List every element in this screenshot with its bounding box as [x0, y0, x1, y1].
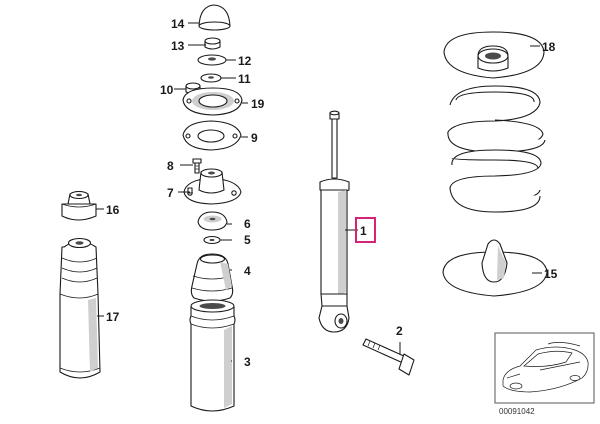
label-part-19[interactable]: 19 — [251, 97, 265, 111]
label-part-13[interactable]: 13 — [171, 39, 185, 53]
part-12-washer[interactable] — [197, 54, 227, 66]
label-part-1[interactable]: 1 — [360, 224, 367, 238]
part-9-plate[interactable] — [182, 120, 242, 151]
part-6-rubber-ring[interactable] — [197, 211, 228, 231]
label-part-9[interactable]: 9 — [251, 131, 258, 145]
label-part-11[interactable]: 11 — [238, 72, 251, 86]
label-part-18[interactable]: 18 — [542, 40, 556, 54]
car-silhouette-icon — [502, 342, 589, 393]
label-part-15[interactable]: 15 — [544, 267, 558, 281]
part-15-spring-pad[interactable] — [442, 239, 548, 297]
part-18-spring-seat[interactable] — [443, 31, 545, 79]
label-part-6[interactable]: 6 — [244, 217, 251, 231]
label-part-17[interactable]: 17 — [106, 310, 120, 324]
part-7-support-bearing[interactable] — [183, 168, 242, 205]
part-19-gasket[interactable] — [182, 87, 243, 116]
coil-spring[interactable] — [447, 85, 546, 213]
label-part-5[interactable]: 5 — [244, 233, 251, 247]
part-13-nut[interactable] — [204, 37, 221, 50]
diagram-reference-number: 00091042 — [499, 407, 535, 416]
part-1-shock-absorber[interactable] — [318, 110, 350, 333]
label-part-2[interactable]: 2 — [396, 324, 403, 338]
part-2-bolt[interactable] — [362, 338, 415, 376]
label-part-4[interactable]: 4 — [244, 264, 251, 278]
part-5-washer[interactable] — [203, 235, 221, 245]
part-1-highlight-box — [355, 217, 376, 243]
part-16-bump-stop[interactable] — [61, 190, 97, 221]
part-8-bolt[interactable] — [192, 158, 202, 174]
vehicle-thumbnail[interactable]: 00091042 — [494, 332, 595, 416]
part-17-dust-boot[interactable] — [59, 237, 101, 379]
label-part-10[interactable]: 10 — [160, 83, 174, 97]
label-part-12[interactable]: 12 — [238, 54, 252, 68]
label-part-7[interactable]: 7 — [167, 186, 174, 200]
part-14-cap[interactable] — [198, 4, 231, 31]
label-part-14[interactable]: 14 — [171, 17, 185, 31]
label-part-3[interactable]: 3 — [244, 355, 251, 369]
label-part-8[interactable]: 8 — [167, 159, 174, 173]
part-11-washer[interactable] — [200, 73, 222, 83]
callout-labels: 1 2 3 4 5 6 7 8 9 10 11 12 13 14 15 16 1… — [106, 17, 558, 369]
part-3-dust-boot[interactable] — [189, 299, 236, 412]
label-part-16[interactable]: 16 — [106, 203, 120, 217]
part-4-bump-stop[interactable] — [190, 253, 234, 302]
